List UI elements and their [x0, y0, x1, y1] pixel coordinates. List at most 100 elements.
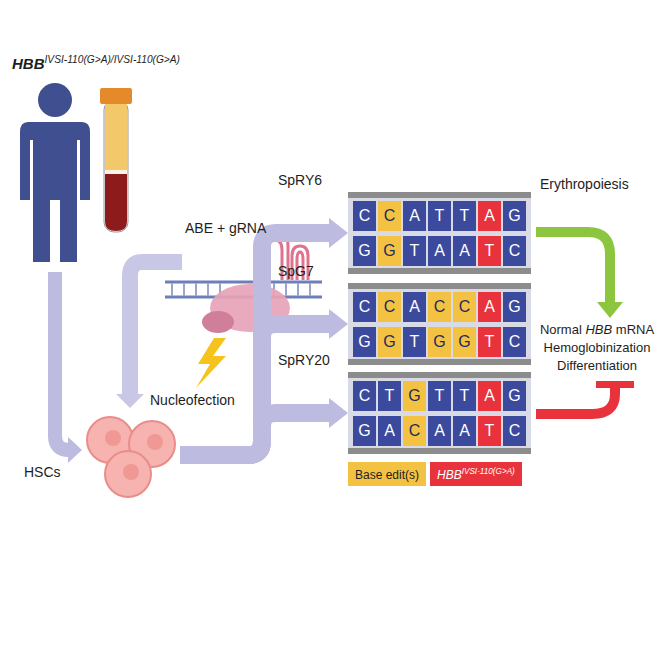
gene-symbol: HBB [12, 55, 45, 72]
base-cell: G [353, 236, 376, 266]
base-letter: T [485, 422, 495, 440]
nucleus [123, 464, 139, 480]
branch-arrow [180, 218, 348, 455]
panel-label: SpRY20 [278, 352, 330, 368]
gene-symbol: HBB [437, 468, 462, 482]
base-letter: C [384, 298, 396, 316]
base-letter: C [434, 298, 446, 316]
base-letter: G [358, 422, 370, 440]
arrow-head [329, 218, 348, 248]
base-letter: A [459, 422, 470, 440]
base-cell: A [478, 201, 501, 231]
base-cell: C [353, 201, 376, 231]
text-label: Normal HBB mRNA [534, 322, 660, 338]
base-cell: T [428, 201, 451, 231]
base-letter: G [408, 387, 420, 405]
base-letter: G [508, 387, 520, 405]
base-letter: T [435, 387, 445, 405]
base-cell: G [503, 292, 526, 322]
legend-text: Base edit(s) [355, 468, 419, 482]
legend-swatch: HBBIVSI-110(G>A) [430, 462, 522, 486]
arrow-head [329, 398, 348, 428]
electroporation-bolt [196, 338, 226, 388]
base-cell: T [478, 327, 501, 357]
base-cell: A [478, 292, 501, 322]
node-label: HSCs [24, 464, 61, 480]
word: Normal [540, 322, 582, 337]
legend-text: HBBIVSI-110(G>A) [437, 468, 515, 482]
base-cell: G [353, 416, 376, 446]
base-letter: C [359, 298, 371, 316]
base-cell: T [403, 236, 426, 266]
base-letter: T [410, 242, 420, 260]
sequence-panel: SpG7CCACCAGGGTGGTC [348, 283, 531, 365]
nucleus [105, 430, 121, 446]
base-cell: G [378, 236, 401, 266]
base-cell: G [353, 327, 376, 357]
base-letter: A [409, 207, 420, 225]
allele-superscript: IVSI-110(G>A)/IVSI-110(G>A) [45, 54, 181, 65]
allele-superscript: IVSI-110(G>A) [462, 467, 515, 476]
text-label: Nucleofection [150, 392, 235, 409]
base-cell: A [378, 416, 401, 446]
cell-drawing [80, 410, 180, 500]
base-letter: G [383, 333, 395, 351]
base-letter: T [460, 207, 470, 225]
base-cell: G [503, 201, 526, 231]
base-cell: G [503, 381, 526, 411]
base-letter: C [509, 333, 521, 351]
base-letter: A [484, 387, 495, 405]
base-cell: C [353, 381, 376, 411]
base-cell: C [428, 292, 451, 322]
base-cell: C [378, 292, 401, 322]
base-letter: A [434, 242, 445, 260]
inhibition-arrow [536, 381, 634, 414]
base-cell: C [353, 292, 376, 322]
base-cell: C [503, 236, 526, 266]
base-letter: T [460, 387, 470, 405]
base-cell: C [503, 327, 526, 357]
base-cell: T [453, 381, 476, 411]
base-cell: T [453, 201, 476, 231]
text-label: Erythropoiesis [540, 176, 629, 193]
base-letter: G [433, 333, 445, 351]
arrow-shaft [180, 324, 330, 455]
base-cell: C [378, 201, 401, 231]
base-cell: A [403, 292, 426, 322]
outcome-arrow [536, 232, 623, 318]
base-cell: G [403, 381, 426, 411]
nucleus [147, 434, 163, 450]
base-letter: C [359, 387, 371, 405]
flow-arrow [55, 272, 82, 463]
legend: Base edit(s) HBBIVSI-110(G>A) [348, 462, 522, 486]
arrow-shaft [180, 413, 330, 455]
base-cell: T [478, 236, 501, 266]
base-letter: C [509, 242, 521, 260]
base-letter: G [383, 242, 395, 260]
cell [105, 451, 151, 497]
base-cell: A [428, 236, 451, 266]
base-letter: C [409, 422, 421, 440]
panel-label: SpG7 [278, 263, 314, 279]
base-cell: C [403, 416, 426, 446]
base-cell: A [478, 381, 501, 411]
base-letter: G [358, 242, 370, 260]
sequence-panel: SpRY6CCATTAGGGTAATC [348, 192, 531, 274]
base-letter: A [484, 207, 495, 225]
base-cell: T [403, 327, 426, 357]
base-cell: C [453, 292, 476, 322]
base-cell: A [428, 416, 451, 446]
base-cell: C [503, 416, 526, 446]
text-label: ABE + gRNA [185, 220, 266, 237]
base-letter: T [485, 333, 495, 351]
base-letter: A [484, 298, 495, 316]
stem-cell-cluster: HSCs [80, 410, 180, 500]
patient-icon [20, 83, 90, 262]
base-letter: T [385, 387, 395, 405]
arrow-head [329, 309, 348, 339]
text-label: HBBIVSI-110(G>A)/IVSI-110(G>A) [12, 54, 180, 73]
base-letter: A [384, 422, 395, 440]
base-cell: G [428, 327, 451, 357]
base-letter: A [434, 422, 445, 440]
